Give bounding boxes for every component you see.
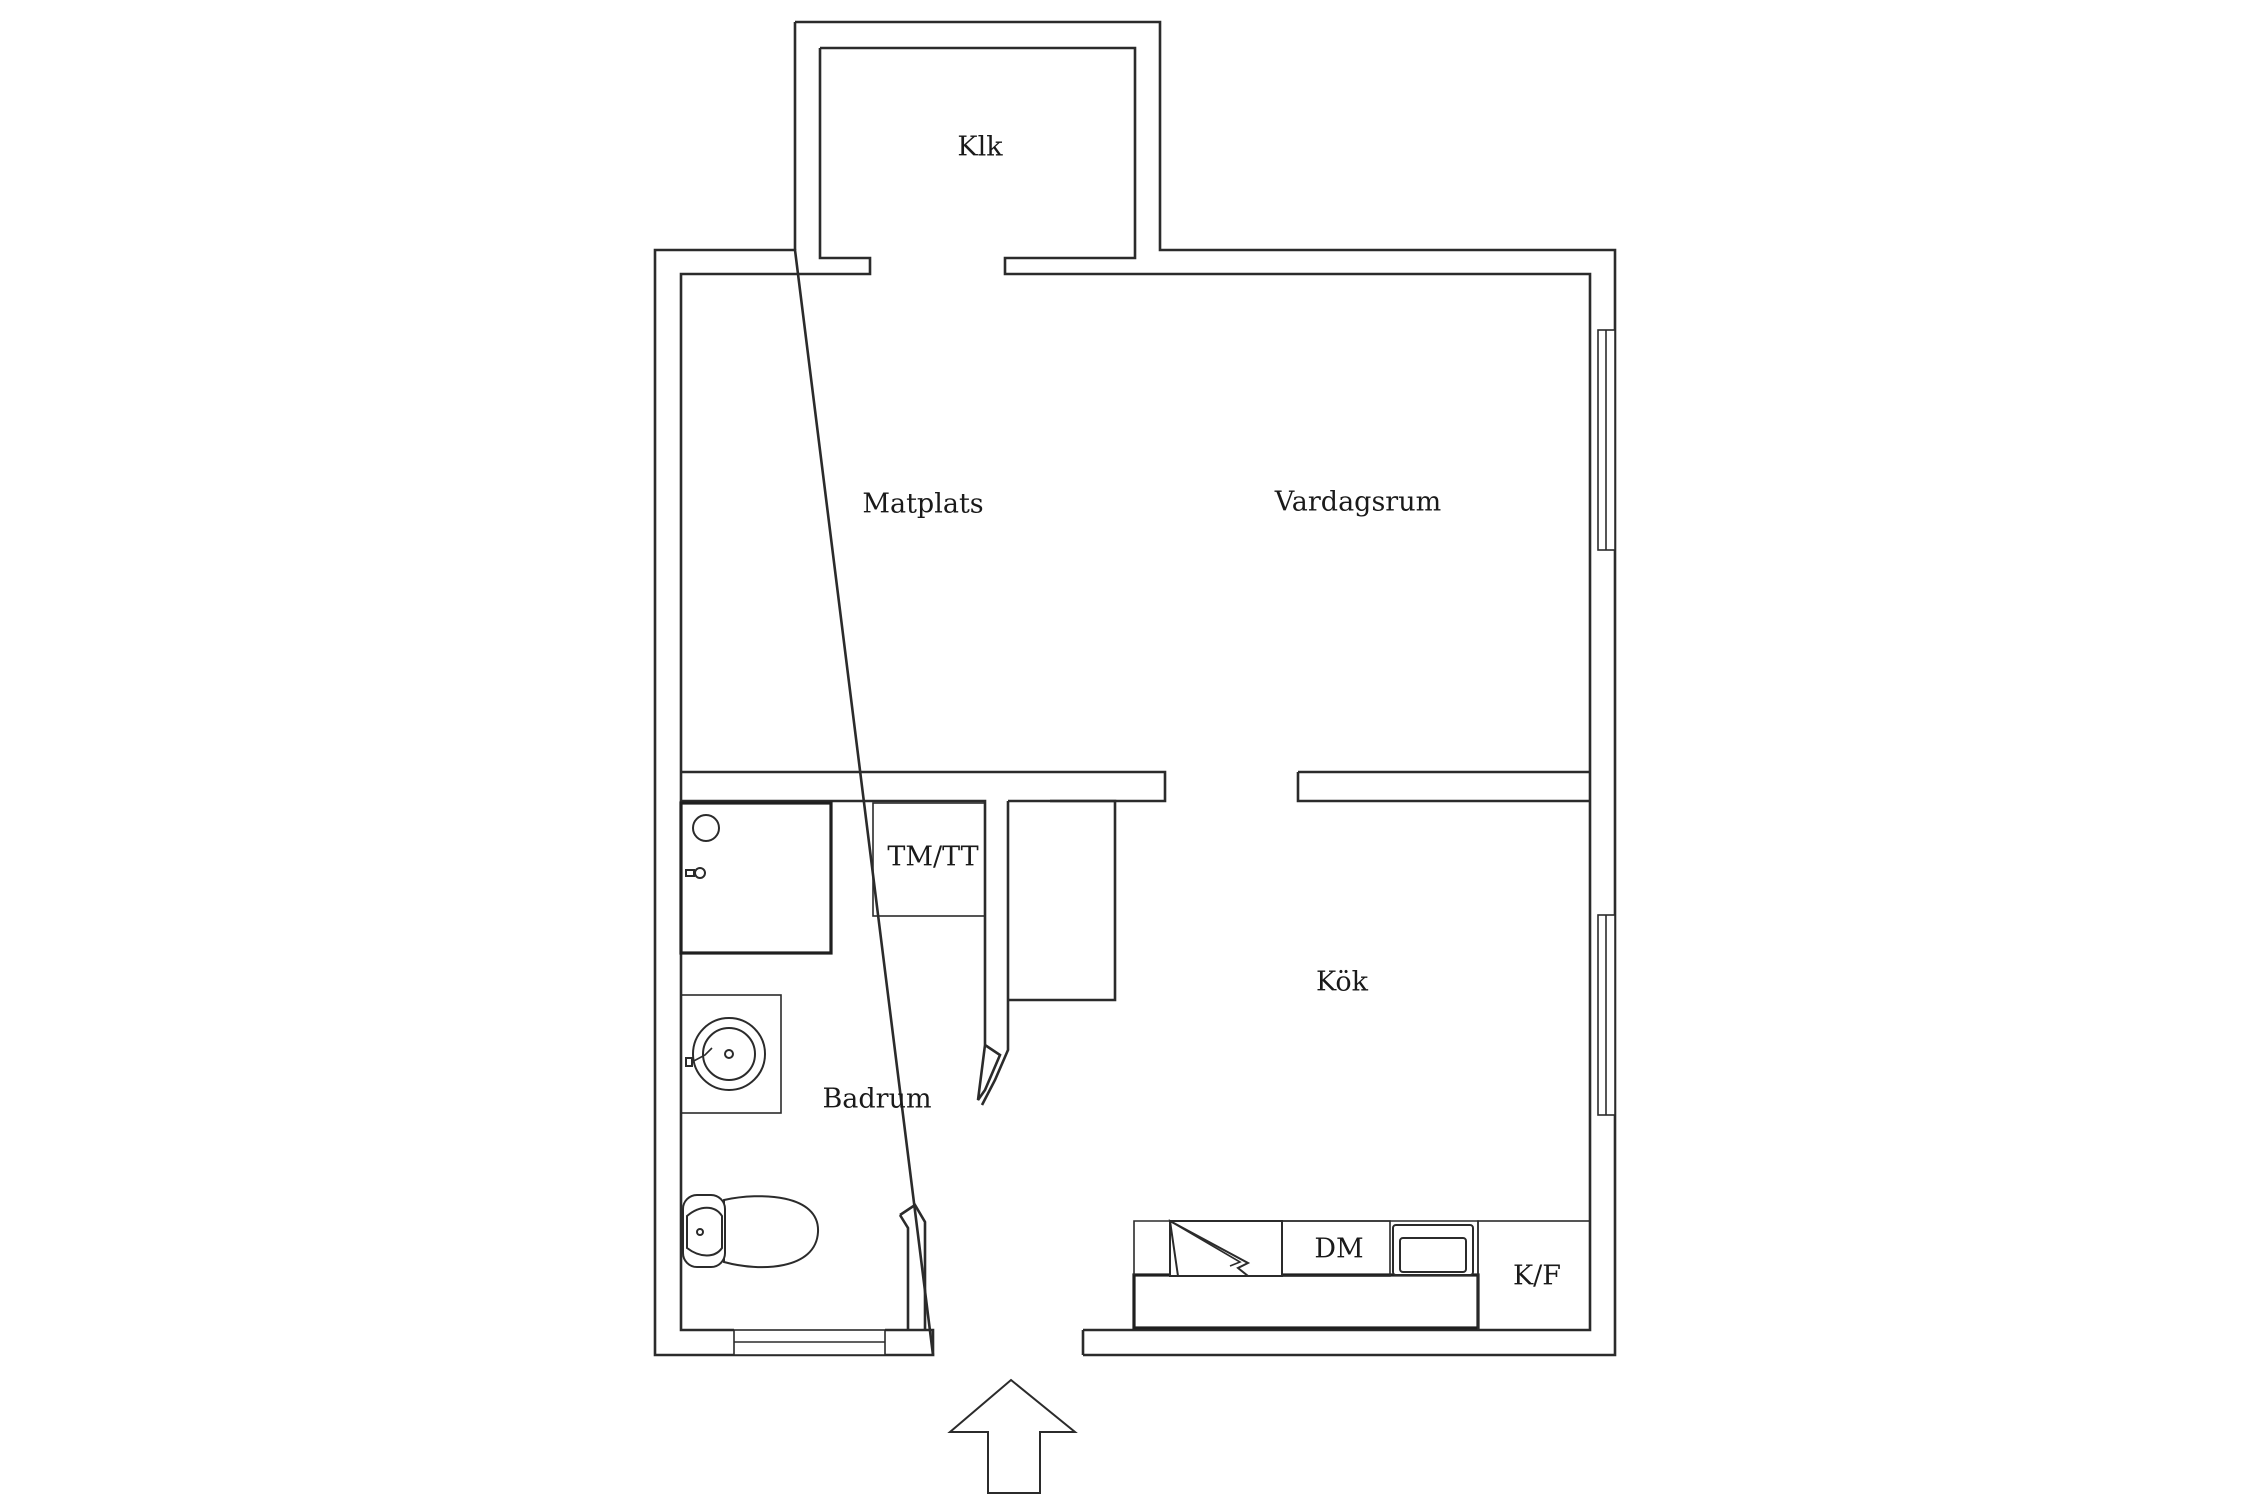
label-tmtt: TM/TT: [887, 842, 978, 873]
label-dm: DM: [1314, 1234, 1363, 1265]
room-labels: Klk Matplats Vardagsrum TM/TT Kök Badrum…: [822, 132, 1561, 1292]
label-kok: Kök: [1316, 967, 1369, 998]
window-bathroom: [733, 1329, 886, 1356]
label-kf: K/F: [1513, 1261, 1561, 1292]
washer-dryer: [872, 802, 986, 917]
kitchen-counter: [1132, 1273, 1480, 1330]
sink-counter: [680, 994, 782, 1114]
shower-drain-icon: [692, 814, 720, 842]
label-matplats: Matplats: [862, 489, 983, 520]
interior-walls: [681, 770, 1590, 1330]
toilet-icon: [723, 1195, 820, 1269]
label-badrum: Badrum: [822, 1084, 931, 1115]
dishwasher: [1281, 1220, 1391, 1277]
fridge-freezer: [1477, 1220, 1591, 1331]
label-vardagsrum: Vardagsrum: [1274, 487, 1441, 518]
bathroom-fixtures: [679, 801, 986, 1269]
entrance-arrow-icon: [947, 1378, 1078, 1494]
label-klk: Klk: [957, 132, 1003, 163]
kitchen-fixtures: [1132, 1219, 1591, 1331]
windows-right: [1597, 329, 1616, 1116]
outer-walls: [653, 20, 1617, 1357]
